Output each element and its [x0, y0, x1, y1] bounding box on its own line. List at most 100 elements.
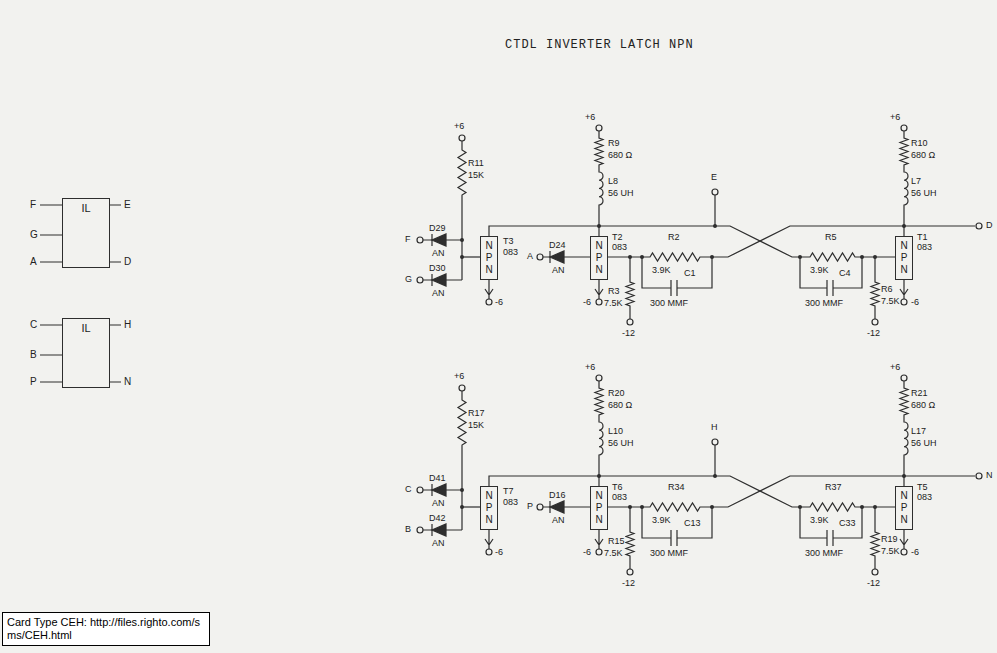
component-value: 083 [503, 247, 518, 257]
junction-letter: N [900, 490, 907, 502]
latch-circuit [417, 237, 423, 243]
pin-name: N [124, 376, 131, 387]
terminal-name: G [405, 274, 412, 284]
latch-circuit [627, 319, 633, 325]
component-ref: R21 [911, 388, 928, 398]
supply-voltage: -6 [495, 547, 503, 557]
transistor-symbol: NPN [895, 486, 913, 530]
supply-voltage: +6 [585, 112, 595, 122]
latch-circuit [599, 226, 895, 261]
latch-circuit [873, 255, 877, 259]
component-value: 7.5K [604, 548, 623, 558]
supply-voltage: -12 [622, 328, 635, 338]
component-ref: L17 [911, 426, 926, 436]
latch-circuit [712, 189, 718, 195]
component-ref: L7 [911, 176, 921, 186]
component-ref: R9 [608, 138, 620, 148]
latch-circuit [901, 125, 907, 131]
latch-circuit [432, 234, 446, 246]
component-ref: R17 [468, 408, 485, 418]
component-value: AN [552, 515, 565, 525]
component-value: 56 UH [911, 188, 937, 198]
component-ref: L8 [608, 176, 618, 186]
component-ref: R2 [668, 232, 680, 242]
component-ref: R15 [608, 536, 625, 546]
latch-circuit [871, 257, 879, 319]
pin-name: H [124, 319, 131, 330]
component-value: 3.9K [810, 515, 829, 525]
junction-letter: N [595, 514, 602, 526]
component-value: 56 UH [608, 188, 634, 198]
supply-voltage: +6 [585, 362, 595, 372]
pin-name: E [124, 199, 131, 210]
supply-voltage: -6 [583, 547, 591, 557]
logic-block: IL [62, 198, 110, 268]
component-ref: R11 [468, 158, 484, 168]
junction-letter: N [485, 490, 492, 502]
component-value: AN [552, 265, 565, 275]
latch-circuit [537, 254, 543, 260]
component-ref: C33 [839, 518, 856, 528]
component-ref: T6 [612, 482, 623, 492]
latch-circuit [608, 226, 975, 261]
latch-circuit [417, 277, 423, 283]
component-ref: R10 [911, 138, 928, 148]
junction-letter: N [900, 264, 907, 276]
supply-voltage: -6 [911, 297, 919, 307]
component-ref: R37 [825, 482, 842, 492]
component-ref: R19 [881, 534, 898, 544]
component-value: 083 [917, 242, 932, 252]
component-ref: T7 [503, 486, 514, 496]
supply-voltage: -6 [495, 297, 503, 307]
component-value: 7.5K [881, 296, 900, 306]
collector-wire [489, 476, 599, 486]
latch-circuit [486, 299, 492, 305]
terminal-name: H [711, 422, 718, 432]
component-value: 300 MMF [650, 298, 688, 308]
latch-circuit [423, 274, 462, 286]
junction-letter: N [485, 240, 492, 252]
component-value: 15K [468, 170, 484, 180]
component-value: AN [432, 538, 445, 548]
component-value: 083 [503, 497, 518, 507]
logic-block: IL [62, 318, 110, 388]
component-ref: T3 [503, 236, 514, 246]
latch-circuit [640, 255, 644, 259]
pin-name: P [30, 376, 37, 387]
latch-circuit [902, 224, 906, 228]
latch-circuit [596, 125, 602, 131]
latch-circuit [976, 223, 982, 229]
latch-circuit [417, 125, 982, 325]
collector-wire [489, 226, 599, 236]
junction-letter: P [596, 502, 603, 514]
component-value: 7.5K [604, 298, 623, 308]
terminal-name: C [405, 484, 412, 494]
transistor-symbol: NPN [895, 236, 913, 280]
pin-name: F [30, 199, 36, 210]
latch-circuit [798, 255, 802, 259]
component-value: 56 UH [911, 438, 937, 448]
block-name: IL [81, 202, 90, 215]
latch-circuit [423, 234, 462, 246]
latch-circuit [714, 195, 715, 226]
component-ref: D29 [429, 223, 446, 233]
latch-circuit [432, 274, 446, 286]
component-value: 3.9K [810, 265, 829, 275]
junction-letter: P [901, 252, 908, 264]
latch-circuit [550, 251, 564, 263]
terminal-name: P [527, 501, 533, 511]
component-value: AN [432, 498, 445, 508]
supply-voltage: -12 [867, 578, 880, 588]
component-ref: D42 [429, 513, 446, 523]
component-value: 15K [468, 420, 484, 430]
component-value: 083 [612, 492, 627, 502]
pin-name: A [30, 256, 37, 267]
latch-circuit [485, 278, 493, 299]
latch-circuit [860, 255, 864, 259]
latch-circuit [900, 131, 908, 236]
latch-circuit [595, 131, 603, 226]
terminal-name: E [711, 172, 717, 182]
latch-circuit [417, 375, 982, 575]
latch-circuit [713, 224, 717, 228]
junction-letter: N [485, 264, 492, 276]
